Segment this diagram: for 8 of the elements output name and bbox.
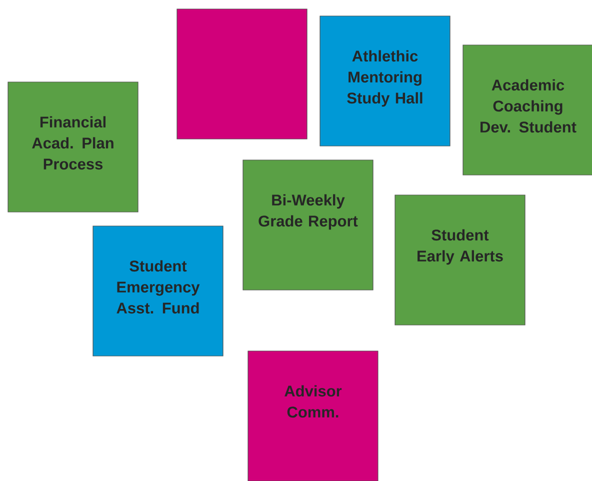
sticky-note — [320, 16, 450, 146]
sticky-note — [176, 8, 308, 140]
sticky-note — [8, 82, 138, 212]
sticky-note — [394, 194, 526, 326]
sticky-note — [242, 160, 374, 290]
sticky-note — [462, 44, 592, 176]
sticky-note — [92, 226, 224, 356]
sticky-note — [248, 350, 378, 481]
